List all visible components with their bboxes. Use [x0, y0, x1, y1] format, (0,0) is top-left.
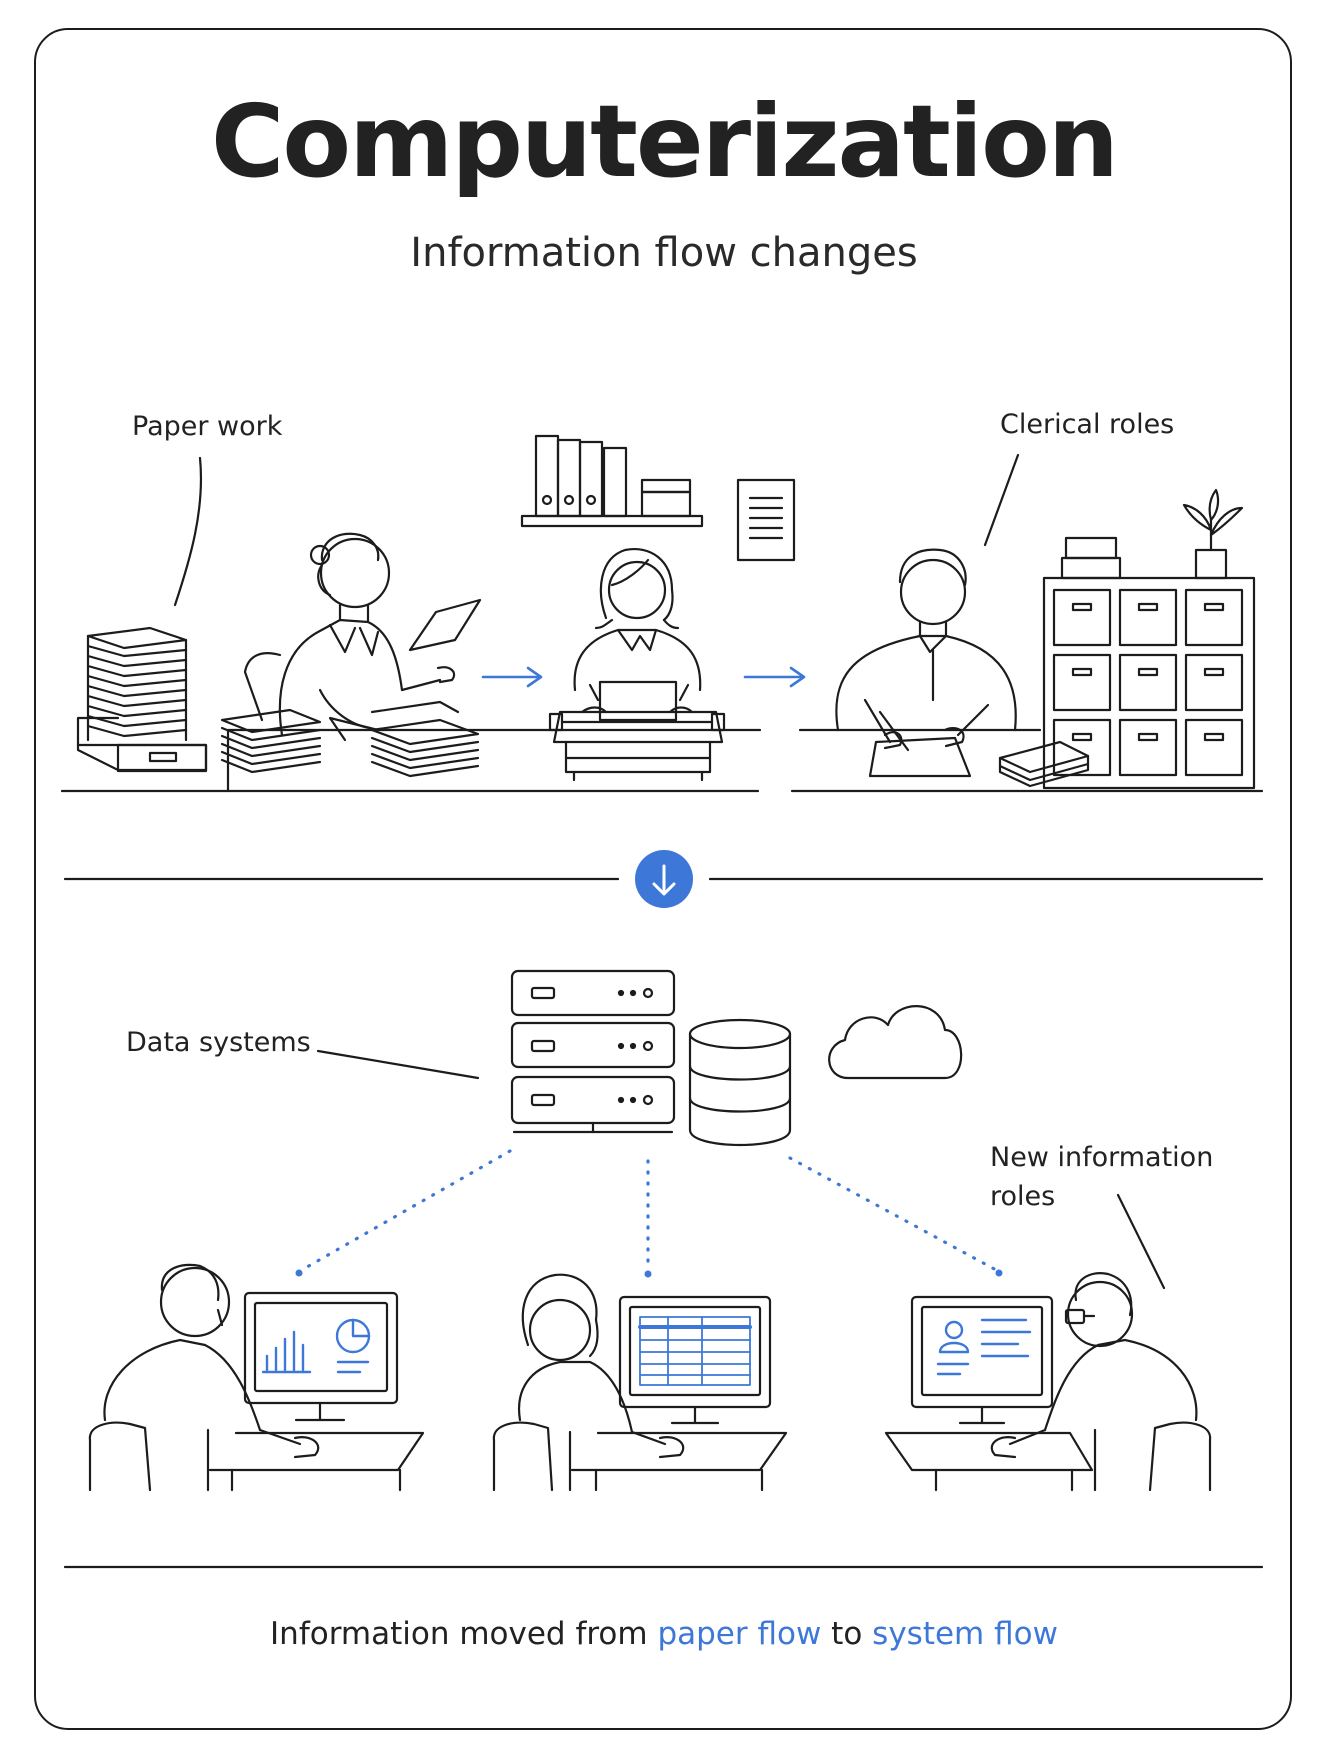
paper-stack-icon [76, 626, 208, 773]
label-new-information-roles-line1: New information [990, 1142, 1214, 1173]
wall-document-icon [736, 478, 796, 562]
footer-prefix: Information moved from [270, 1616, 658, 1652]
network-link-endpoints [295, 1269, 1003, 1278]
flow-arrow-2-icon [743, 666, 806, 688]
analyst-workstation [88, 1263, 425, 1492]
clerk-reading-paper-figure [243, 532, 482, 742]
clerk-desk-surface [790, 728, 1264, 793]
binder-shelf-icon [520, 434, 704, 528]
footer-caption: Information moved from paper flow to sys… [0, 1616, 1328, 1652]
page-title: Computerization [211, 83, 1119, 200]
server-rack-icon [510, 969, 676, 1134]
label-paper-work: Paper work [132, 411, 283, 442]
data-entry-workstation [492, 1273, 788, 1492]
label-clerical-roles: Clerical roles [1000, 409, 1175, 440]
card-frame [34, 28, 1292, 1730]
network-links [298, 1149, 1000, 1273]
desk-folder-stack-icon [998, 740, 1090, 788]
footer-highlight-paper-flow: paper flow [657, 1616, 822, 1652]
cloud-icon [828, 1005, 963, 1080]
paper-work-leader-line [173, 456, 203, 607]
typewriter-icon [548, 680, 726, 782]
new-roles-leader-line [1116, 1193, 1166, 1290]
flow-arrow-1-icon [481, 666, 543, 688]
label-new-information-roles-line2: roles [990, 1181, 1056, 1212]
database-icon [688, 1018, 792, 1147]
footer-highlight-system-flow: system flow [872, 1616, 1058, 1652]
profile-monitor-icon [910, 1295, 1054, 1425]
footer-middle: to [821, 1616, 873, 1652]
analytics-monitor-icon [243, 1291, 399, 1422]
clerk-writing-figure [835, 548, 1017, 778]
desk-document-pile-left [220, 708, 322, 774]
filing-cabinet-icon [1042, 488, 1256, 790]
clerical-roles-leader-line [983, 453, 1020, 547]
arrow-down-circle-icon[interactable] [635, 850, 693, 908]
data-systems-leader-line [316, 1049, 480, 1080]
page-subtitle: Information flow changes [410, 230, 918, 276]
records-workstation [884, 1272, 1212, 1492]
label-new-information-roles: New information roles [990, 1138, 1213, 1216]
label-data-systems: Data systems [126, 1027, 311, 1058]
spreadsheet-monitor-icon [618, 1295, 772, 1425]
desk-document-pile-right [370, 700, 480, 778]
typist-figure [573, 547, 702, 702]
